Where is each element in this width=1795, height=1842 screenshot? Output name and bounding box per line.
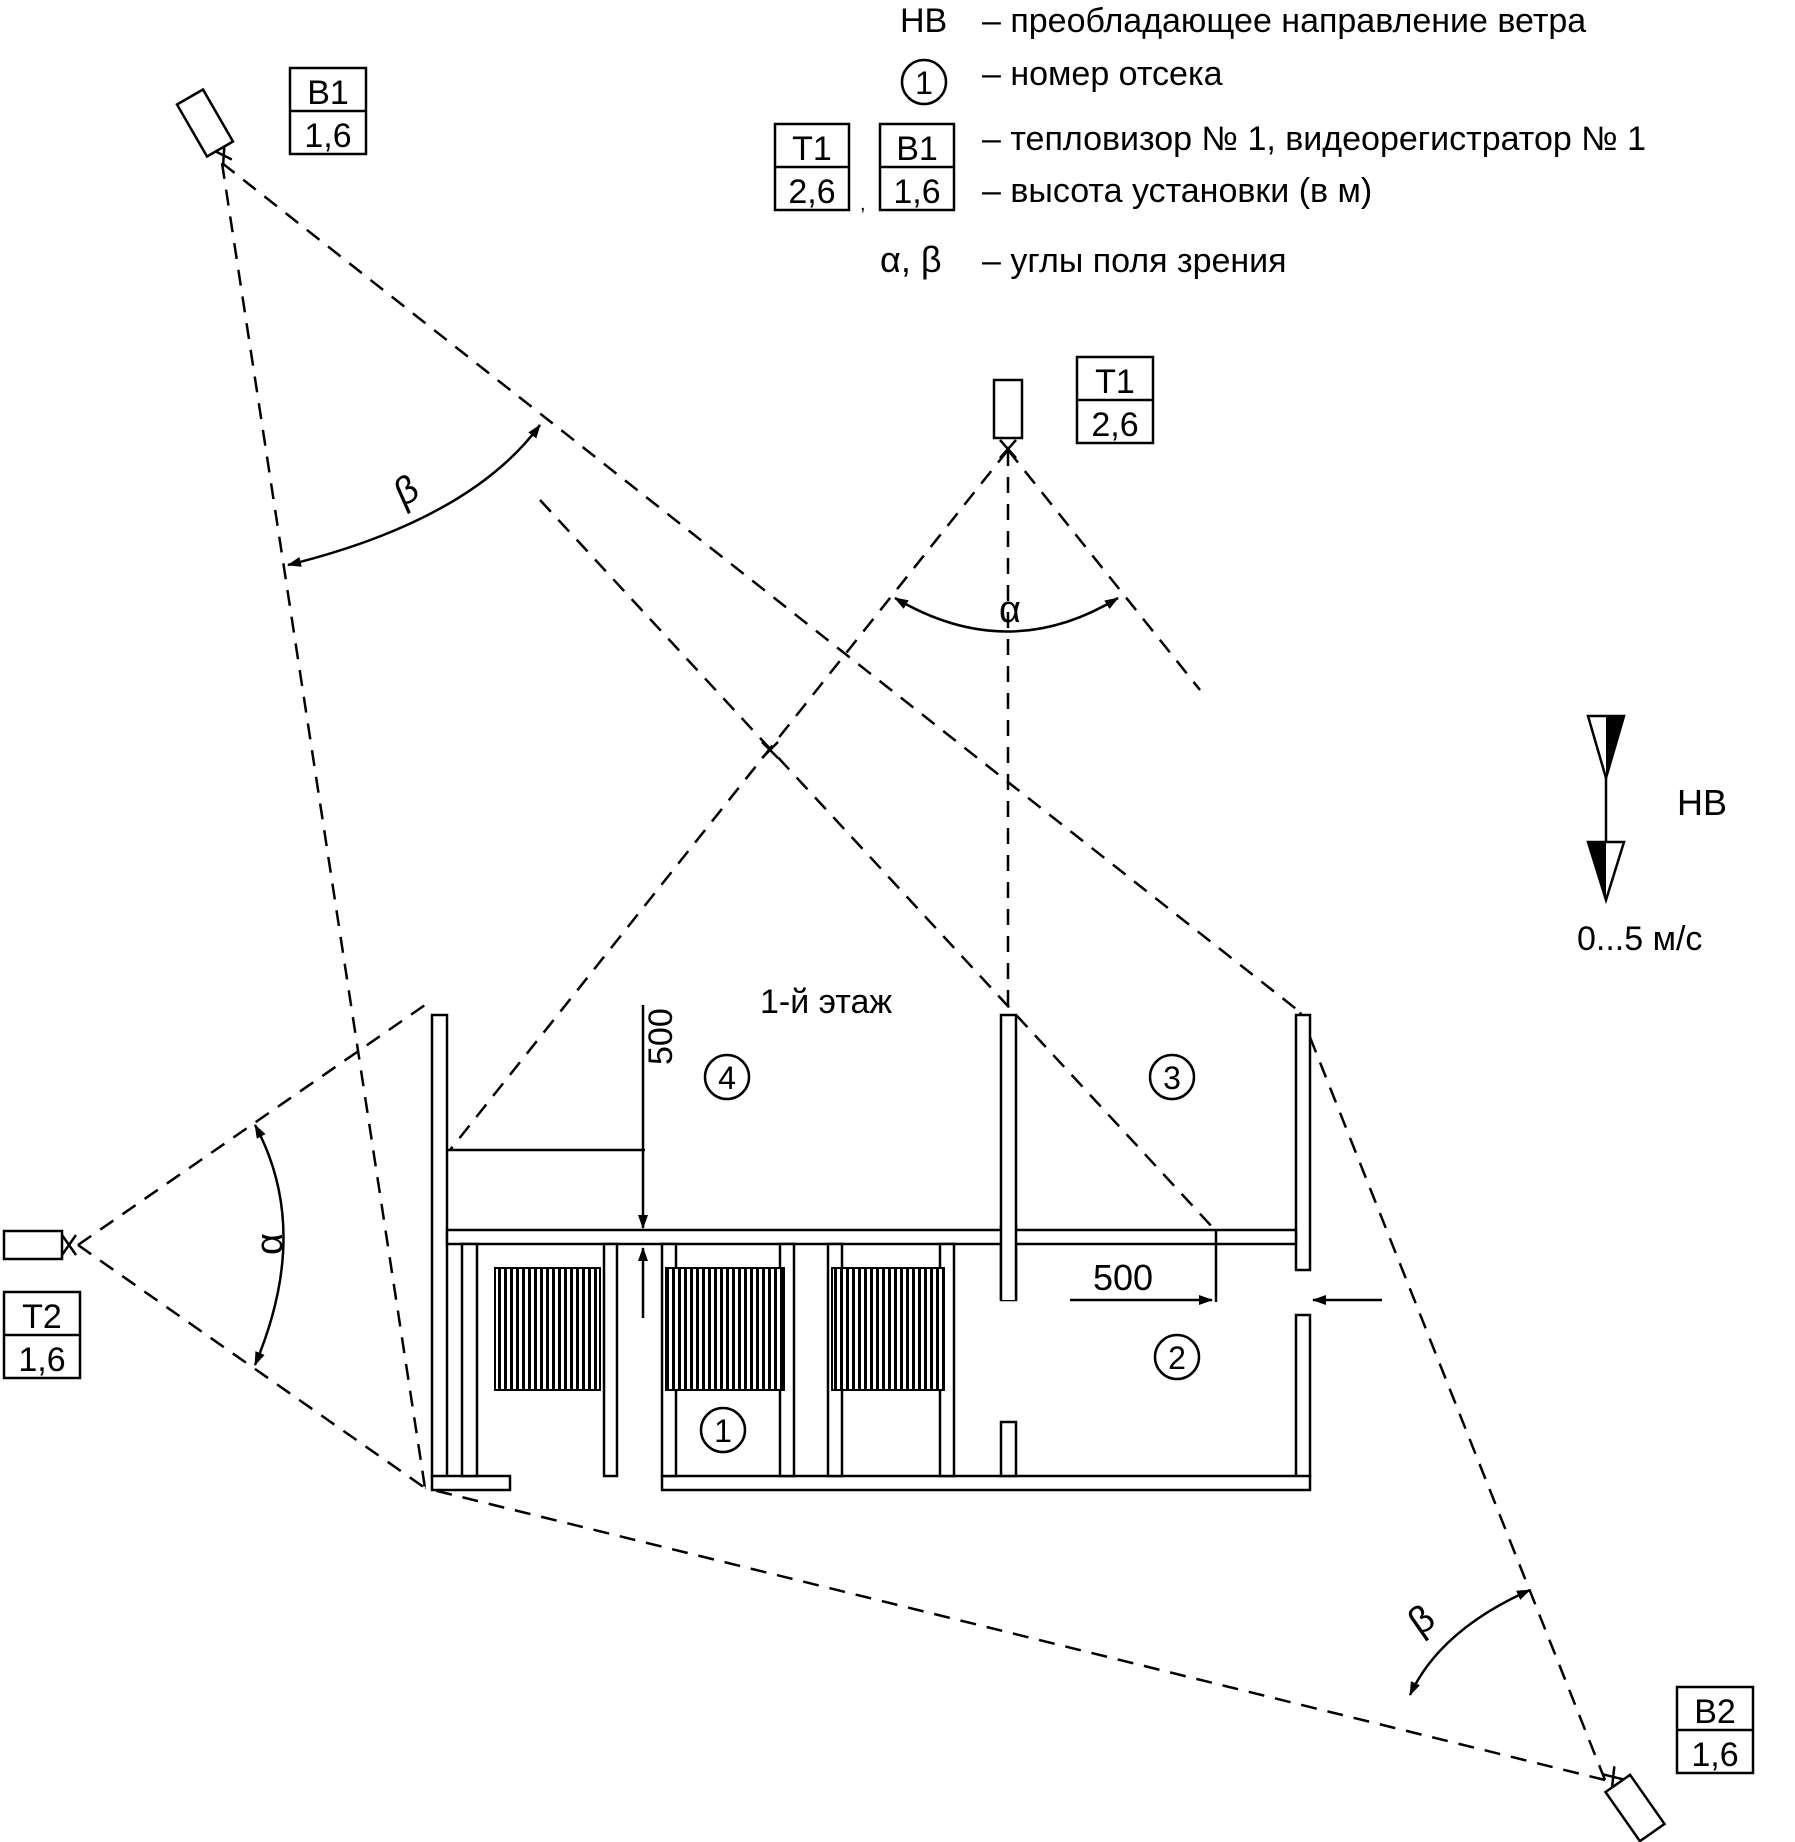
b2-device-height: 1,6 <box>1691 1736 1738 1774</box>
svg-text:1: 1 <box>714 1413 732 1449</box>
t1-fov-right-ray-inner <box>539 499 1216 1231</box>
wind-speed: 0...5 м/с <box>1577 920 1702 958</box>
b1-beta-label: β <box>384 468 427 515</box>
fov-lines <box>77 162 1607 1782</box>
compartment-2: 2 <box>1153 1333 1201 1381</box>
dimension-horizontal-500: 500 <box>1093 1257 1153 1298</box>
t2-alpha-label: α <box>249 1233 291 1255</box>
b1-fov-right-ray <box>221 162 1301 1013</box>
b1-device-tag: В1 1,6 <box>288 66 368 156</box>
b2-device-tag: В2 1,6 <box>1675 1685 1755 1775</box>
t2-fov-upper-ray <box>77 1003 426 1247</box>
right-wall-upper <box>1294 1013 1312 1272</box>
t1-alpha-label: α <box>999 589 1021 631</box>
b2-fov-lower-ray <box>424 1486 1606 1782</box>
b1-fov-left-ray <box>220 162 427 1489</box>
t1-camera-icon <box>992 378 1024 459</box>
legend-comma: , <box>860 193 866 215</box>
t1-device-tag: Т1 2,6 <box>1075 355 1155 445</box>
t2-fov-lower-ray <box>77 1243 426 1490</box>
b1-beta-arc <box>287 424 542 567</box>
b2-camera-icon <box>1602 1766 1667 1842</box>
svg-text:4: 4 <box>718 1060 736 1096</box>
equipment-block-3 <box>831 1267 945 1391</box>
svg-text:В1: В1 <box>896 130 938 168</box>
equipment-block-1 <box>494 1267 601 1391</box>
legend-angles-text: – углы поля зрения <box>982 242 1287 280</box>
t1-fov-left-ray <box>449 449 1009 1151</box>
svg-text:1: 1 <box>915 65 933 101</box>
svg-text:3: 3 <box>1163 1060 1181 1096</box>
right-wall-lower <box>1294 1313 1312 1479</box>
svg-text:1,6: 1,6 <box>893 173 940 211</box>
legend: НВ – преобладающее направление ветра 1 –… <box>773 2 1646 280</box>
svg-text:Т1: Т1 <box>792 130 832 168</box>
legend-height-text: – высота установки (в м) <box>982 172 1372 210</box>
main-beam <box>445 1228 1298 1246</box>
legend-sample-video-tag: В1 1,6 <box>878 122 956 212</box>
compartment-3: 3 <box>1148 1053 1196 1101</box>
bottom-wall <box>660 1474 1312 1492</box>
legend-wind-abbr: НВ <box>900 2 947 40</box>
legend-compartment-symbol: 1 <box>900 58 948 106</box>
t2-alpha-arc <box>253 1124 285 1366</box>
svg-text:2,6: 2,6 <box>788 173 835 211</box>
legend-wind-text: – преобладающее направление ветра <box>982 2 1586 40</box>
b2-device-name: В2 <box>1694 1693 1736 1731</box>
wind-label: НВ <box>1677 782 1727 823</box>
legend-angles-symbol: α, β <box>880 239 942 280</box>
b2-beta-arc <box>1408 1588 1531 1696</box>
b2-fov-upper-ray <box>1298 1011 1607 1781</box>
left-wall <box>430 1013 449 1479</box>
t2-device-height: 1,6 <box>18 1341 65 1379</box>
t2-camera-icon <box>2 1229 78 1261</box>
b2-beta-label: β <box>1401 1597 1443 1644</box>
b1-device-name: В1 <box>307 74 349 112</box>
t2-device-tag: Т2 1,6 <box>2 1290 82 1380</box>
b1-camera-icon <box>175 87 235 165</box>
legend-sample-thermal-tag: Т1 2,6 <box>773 122 851 212</box>
building-plan: 500 500 1-й этаж 4 3 2 1 <box>430 983 1382 1492</box>
wind-arrow-icon <box>1586 714 1626 905</box>
t1-device-height: 2,6 <box>1091 406 1138 444</box>
legend-compartment-text: – номер отсека <box>982 55 1223 93</box>
dimension-vertical-500: 500 <box>642 1008 680 1065</box>
small-partition <box>999 1420 1018 1478</box>
svg-text:2: 2 <box>1168 1340 1186 1376</box>
t1-alpha-arc <box>894 596 1119 633</box>
t1-fov-right-ray-outer <box>1007 449 1201 691</box>
legend-device-text: – тепловизор № 1, видеорегистратор № 1 <box>982 120 1646 158</box>
equipment-block-2 <box>665 1267 785 1391</box>
t1-device-name: Т1 <box>1095 363 1135 401</box>
compartment-4: 4 <box>703 1053 751 1101</box>
t2-device-name: Т2 <box>22 1298 62 1336</box>
floor-label: 1-й этаж <box>760 983 892 1021</box>
compartment-1: 1 <box>699 1406 747 1454</box>
left-wall-foot <box>430 1474 512 1492</box>
b1-device-height: 1,6 <box>304 117 351 155</box>
